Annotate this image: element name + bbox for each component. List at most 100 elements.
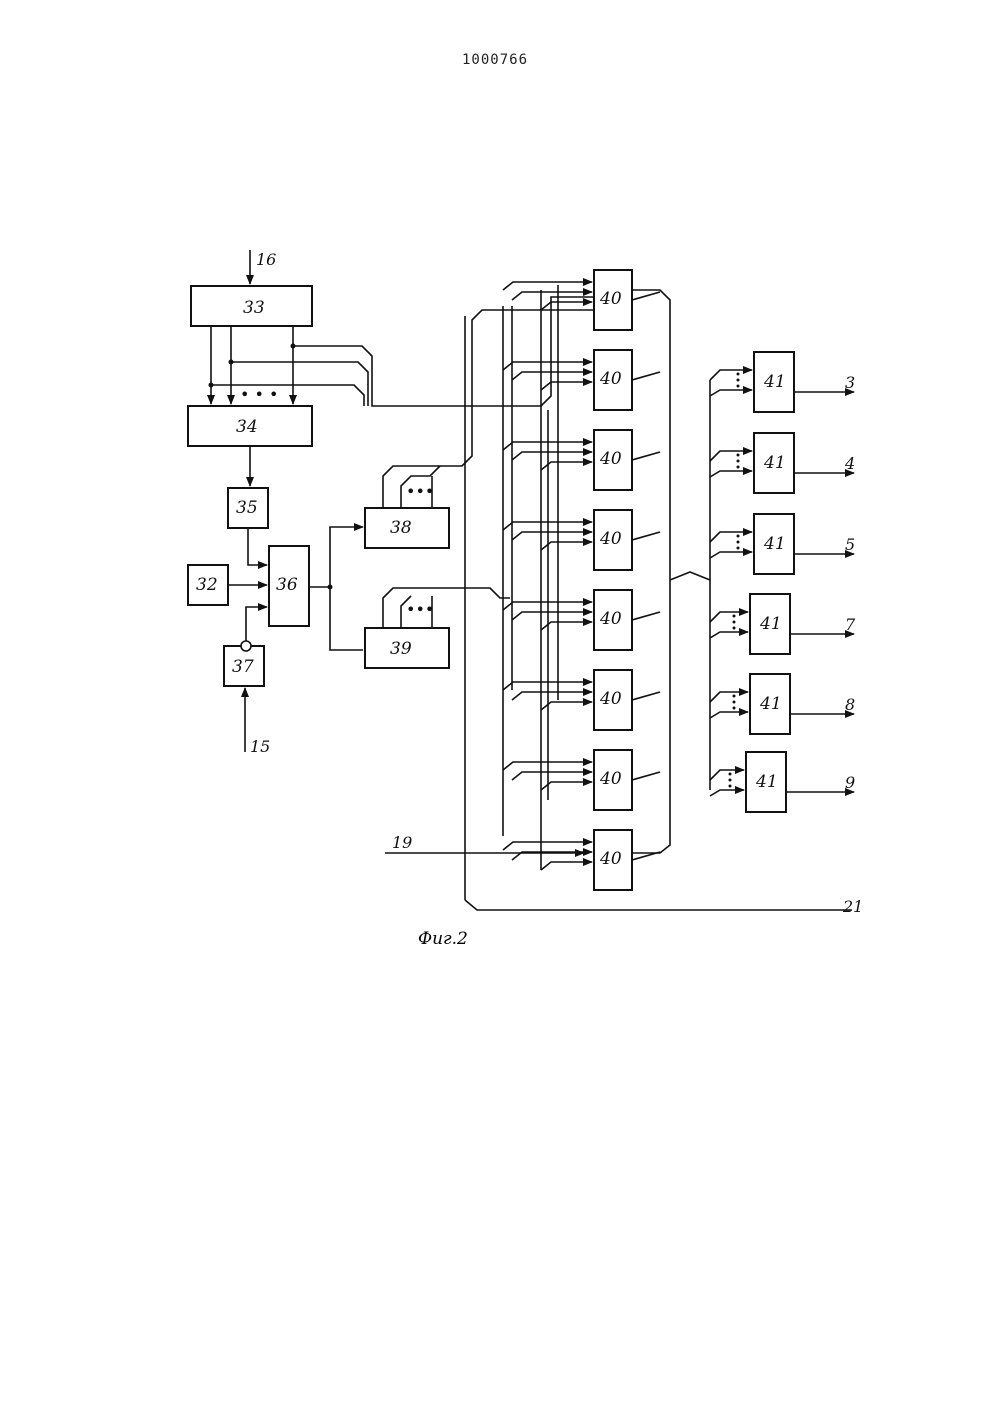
wire-to-41 (710, 632, 748, 638)
wire-35-36 (248, 528, 267, 565)
wire-to-41 (710, 692, 748, 702)
block-41-label: 41 (759, 694, 782, 714)
wire-to-41 (710, 612, 748, 622)
ellipsis-dot (733, 615, 736, 618)
label-out: 9 (845, 773, 855, 792)
ellipsis-dot (737, 466, 740, 469)
wire-to-41 (710, 552, 752, 558)
block-39-label: 39 (390, 639, 412, 659)
label-out: 8 (845, 695, 855, 714)
block-37-label: 37 (232, 657, 254, 677)
wire-from-40 (632, 612, 660, 620)
ellipsis-dot (737, 385, 740, 388)
wire-from-40 (632, 292, 660, 300)
block-40-label: 40 (599, 369, 622, 389)
ellipsis-dot (737, 547, 740, 550)
ellipsis-dot (737, 535, 740, 538)
wire-38-out-1 (383, 310, 593, 508)
wire-to-40 (512, 772, 592, 780)
ellipsis-dot (729, 773, 732, 776)
figure-caption: Фиг.2 (418, 929, 468, 949)
ellipsis-33-34: • • • (240, 385, 278, 404)
block-40-label: 40 (599, 529, 622, 549)
block-41-label: 41 (755, 772, 778, 792)
inverter-circle (241, 641, 251, 651)
blocks-40-group: 40 40 40 40 40 40 40 40 (503, 270, 660, 890)
wire-to-40 (541, 382, 592, 390)
ellipsis-dot (733, 695, 736, 698)
wire-to-41 (710, 370, 752, 380)
label-out: 7 (845, 615, 856, 634)
block-34-label: 34 (236, 417, 258, 437)
wire-39-out-1 (383, 588, 510, 628)
block-40-label: 40 (599, 849, 622, 869)
wire-to-41 (710, 390, 752, 396)
block-41-label: 41 (763, 534, 786, 554)
block-40-label: 40 (599, 449, 622, 469)
ellipsis-dot (733, 627, 736, 630)
block-41-label: 41 (763, 453, 786, 473)
ellipsis-dot (729, 779, 732, 782)
ellipsis-dot (737, 541, 740, 544)
wire-to-40 (541, 302, 592, 310)
wire-to-41 (710, 712, 748, 718)
wire-to-41 (710, 451, 752, 461)
label-in15: 15 (250, 737, 270, 756)
ellipsis-dot (737, 373, 740, 376)
wire-to-41 (710, 471, 752, 477)
ellipsis-dot (733, 621, 736, 624)
wire-from-40 (632, 532, 660, 540)
wire-to-40 (541, 862, 592, 870)
label-out: 4 (844, 454, 855, 473)
wire-to-40 (512, 532, 592, 540)
block-40-label: 40 (599, 289, 622, 309)
wire-36-38 (330, 527, 363, 587)
block-40-label: 40 (599, 769, 622, 789)
block-40-label: 40 (599, 609, 622, 629)
label-out21: 21 (842, 897, 863, 916)
wire-to-40 (512, 292, 592, 300)
block-36-label: 36 (276, 575, 298, 595)
wire-to-40 (503, 842, 592, 850)
blocks-41-group: 41 3 41 4 41 5 41 7 41 8 41 9 (710, 352, 856, 812)
ellipsis-39: ••• (406, 600, 434, 619)
block-38-label: 38 (390, 518, 412, 538)
wire-from-40 (632, 452, 660, 460)
bus-to-41 (670, 572, 710, 580)
ellipsis-dot (737, 454, 740, 457)
wire-to-41 (710, 532, 752, 542)
wire-to-40 (512, 372, 592, 380)
label-in19: 19 (392, 833, 412, 852)
wire-bus-tap-1 (293, 297, 593, 406)
label-out: 3 (845, 373, 855, 392)
wire-to-40 (503, 362, 592, 370)
ellipsis-38: ••• (406, 482, 434, 501)
wire-37-36 (246, 607, 267, 641)
ellipsis-dot (737, 460, 740, 463)
ellipsis-dot (729, 785, 732, 788)
wire-to-40 (512, 692, 592, 700)
wire-to-40 (512, 612, 592, 620)
wire-from-40 (632, 772, 660, 780)
label-in16: 16 (256, 250, 276, 269)
label-out: 5 (845, 535, 855, 554)
block-35-label: 35 (236, 498, 258, 518)
block-41-label: 41 (759, 614, 782, 634)
block-32-label: 32 (196, 575, 218, 595)
block-40-label: 40 (599, 689, 622, 709)
ellipsis-dot (733, 707, 736, 710)
wire-from-40 (632, 692, 660, 700)
wire-from-40 (632, 372, 660, 380)
wire-to-41 (710, 770, 744, 780)
wire-to-40 (512, 452, 592, 460)
block-33-label: 33 (243, 298, 265, 318)
wire-to-40 (503, 282, 592, 290)
block-41-label: 41 (763, 372, 786, 392)
wire-out21 (465, 900, 852, 910)
wire-to-41 (710, 790, 744, 796)
ellipsis-dot (737, 379, 740, 382)
wire-bus-tap-3 (211, 385, 364, 406)
ellipsis-dot (733, 701, 736, 704)
